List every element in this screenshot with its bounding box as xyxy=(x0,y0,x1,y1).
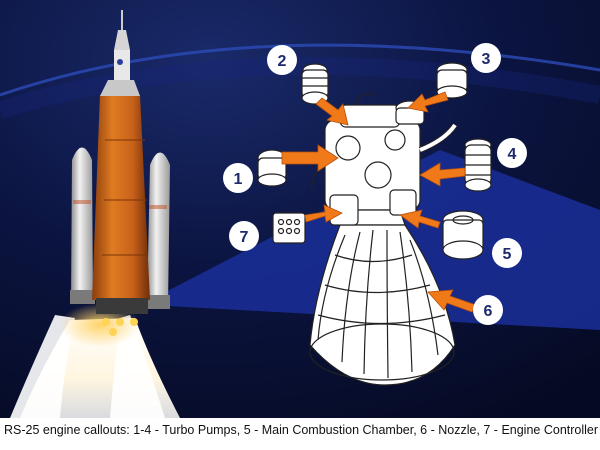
callout-badge-5: 5 xyxy=(492,238,522,268)
earth-limb-arc xyxy=(0,43,600,97)
callout-number-2: 2 xyxy=(278,53,287,70)
callout-badge-6: 6 xyxy=(473,295,503,325)
component-engine-controller xyxy=(272,212,306,244)
arrow-6 xyxy=(427,289,477,313)
arrow-4 xyxy=(419,162,466,187)
callout-badge-2: 2 xyxy=(267,45,297,75)
callout-badge-1: 1 xyxy=(223,163,253,193)
callout-number-1: 1 xyxy=(234,171,243,188)
component-turbopump-3 xyxy=(395,62,468,125)
figure-caption: RS-25 engine callouts: 1-4 - Turbo Pumps… xyxy=(4,423,599,437)
rs25-diagram: 1 2 3 4 5 6 7 xyxy=(0,0,600,418)
callout-number-4: 4 xyxy=(508,146,517,163)
rs25-engine xyxy=(309,93,458,386)
engine-glow xyxy=(102,318,110,326)
callout-number-6: 6 xyxy=(484,303,493,320)
sls-rocket xyxy=(10,10,180,418)
arrow-7 xyxy=(304,204,343,223)
callout-badge-4: 4 xyxy=(497,138,527,168)
callout-number-3: 3 xyxy=(482,51,491,68)
callout-number-5: 5 xyxy=(503,246,512,263)
arrow-3 xyxy=(407,91,449,113)
component-combustion-chamber xyxy=(442,210,484,260)
arrow-1 xyxy=(281,144,339,172)
component-turbopump-1 xyxy=(257,149,287,187)
callout-number-7: 7 xyxy=(240,229,249,246)
left-booster xyxy=(71,147,93,300)
component-turbopump-4 xyxy=(464,138,492,192)
callout-badges: 1 2 3 4 5 6 7 xyxy=(223,43,527,325)
component-turbopump-2 xyxy=(301,63,329,105)
arrow-5 xyxy=(399,209,441,229)
arrow-2 xyxy=(315,97,349,126)
callout-badge-3: 3 xyxy=(471,43,501,73)
callout-badge-7: 7 xyxy=(229,221,259,251)
right-booster xyxy=(147,152,170,305)
core-stage xyxy=(92,95,150,300)
